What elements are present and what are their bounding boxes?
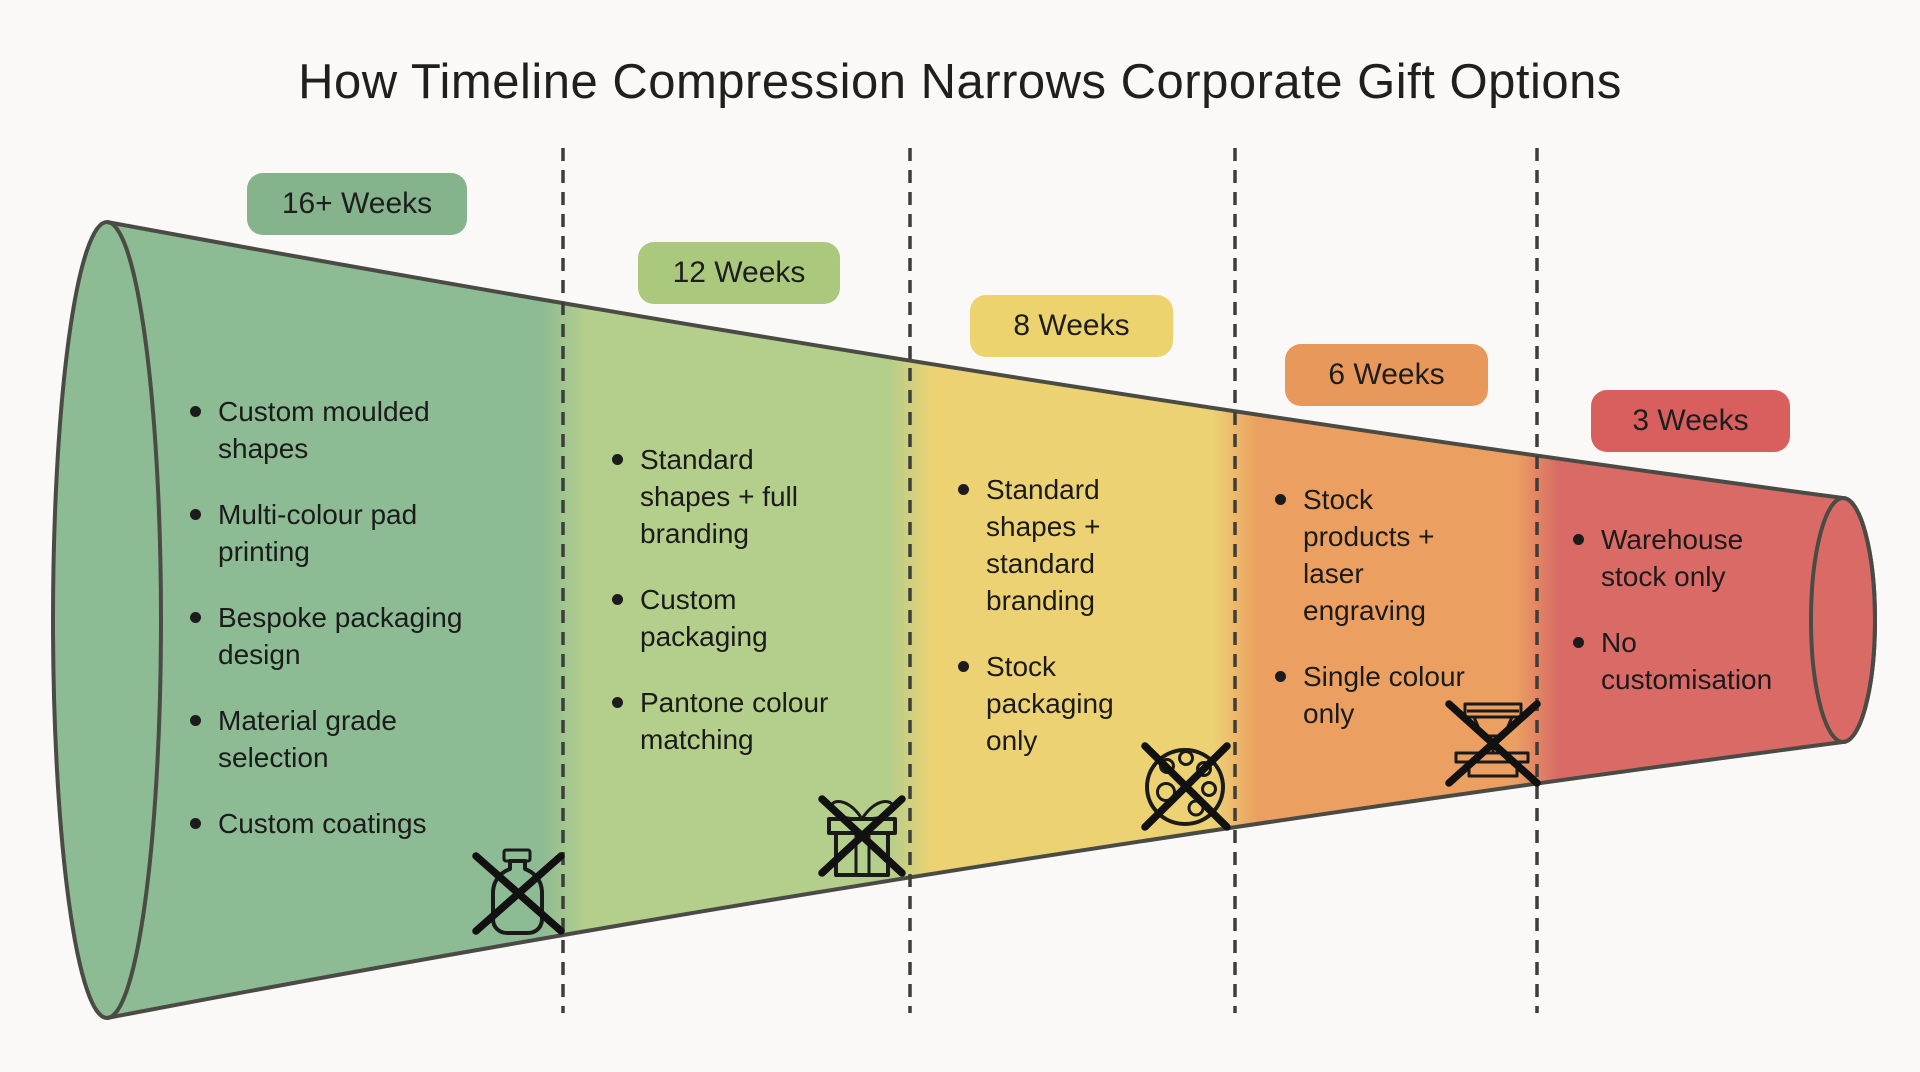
list-item-text: Custom packaging: [640, 584, 768, 652]
bullet-dot: [612, 454, 623, 465]
gift-crossed-icon: [818, 795, 906, 877]
laser-engraver-crossed-icon: [1445, 700, 1541, 787]
cross-x: [472, 852, 565, 935]
stage-list-16-weeks: Custom moulded shapes Multi-colour pad p…: [190, 393, 488, 842]
badge-8-weeks: 8 Weeks: [970, 295, 1173, 357]
list-item: Single colour only: [1275, 658, 1473, 732]
list-item: Warehouse stock only: [1573, 521, 1796, 595]
badge-16-weeks: 16+ Weeks: [247, 173, 467, 235]
stage-list-8-weeks: Standard shapes + standard branding Stoc…: [958, 471, 1146, 759]
badge-6-weeks: 6 Weeks: [1285, 344, 1488, 406]
list-item: Stock packaging only: [958, 648, 1146, 759]
list-item-text: Material grade selection: [218, 705, 397, 773]
list-item: No customisation: [1573, 624, 1796, 698]
stage-list-12-weeks: Standard shapes + full branding Custom p…: [612, 441, 840, 758]
list-item-text: Stock packaging only: [986, 651, 1114, 756]
list-item-text: Single colour only: [1303, 661, 1465, 729]
bullet-dot: [190, 509, 201, 520]
funnel-body-outline: [106, 220, 1877, 1020]
bullet-dot: [1275, 671, 1286, 682]
list-item-text: No customisation: [1601, 627, 1773, 695]
bullet-dot: [1573, 534, 1584, 545]
list-item-text: Standard shapes + standard branding: [986, 474, 1101, 616]
bullet-dot: [190, 612, 201, 623]
badge-3-weeks: 3 Weeks: [1591, 390, 1790, 452]
list-item-text: Pantone colour matching: [640, 687, 829, 755]
list-item: Material grade selection: [190, 702, 488, 776]
bullet-dot: [190, 818, 201, 829]
list-item: Custom moulded shapes: [190, 393, 488, 467]
bullet-dot: [1275, 494, 1286, 505]
cross-x: [1445, 700, 1541, 787]
diagram-title: How Timeline Compression Narrows Corpora…: [298, 55, 1622, 109]
list-item: Custom coatings: [190, 805, 488, 842]
bullet-dot: [612, 697, 623, 708]
bullet-dot: [612, 594, 623, 605]
list-item: Stock products + laser engraving: [1275, 481, 1473, 629]
badge-12-weeks: 12 Weeks: [638, 242, 840, 304]
list-item-text: Stock products + laser engraving: [1303, 484, 1435, 626]
cross-x: [1141, 742, 1231, 831]
list-item: Standard shapes + full branding: [612, 441, 840, 552]
list-item-text: Custom coatings: [218, 808, 427, 839]
bullet-dot: [190, 715, 201, 726]
list-item: Bespoke packaging design: [190, 599, 488, 673]
funnel-left-end-cap: [51, 220, 163, 1020]
bottle-crossed-icon: [472, 848, 565, 935]
bullet-dot: [958, 484, 969, 495]
list-item-text: Bespoke packaging design: [218, 602, 463, 670]
list-item: Custom packaging: [612, 581, 840, 655]
list-item-text: Warehouse stock only: [1601, 524, 1744, 592]
bullet-dot: [958, 661, 969, 672]
palette-crossed-icon: [1141, 742, 1231, 831]
cross-x: [818, 795, 906, 877]
list-item-text: Multi-colour pad printing: [218, 499, 418, 567]
bullet-dot: [190, 406, 201, 417]
list-item: Multi-colour pad printing: [190, 496, 488, 570]
list-item-text: Custom moulded shapes: [218, 396, 430, 464]
stage-list-3-weeks: Warehouse stock only No customisation: [1573, 521, 1796, 698]
list-item: Pantone colour matching: [612, 684, 840, 758]
list-item: Standard shapes + standard branding: [958, 471, 1146, 619]
bullet-dot: [1573, 637, 1584, 648]
stage-list-6-weeks: Stock products + laser engraving Single …: [1275, 481, 1473, 732]
list-item-text: Standard shapes + full branding: [640, 444, 798, 549]
